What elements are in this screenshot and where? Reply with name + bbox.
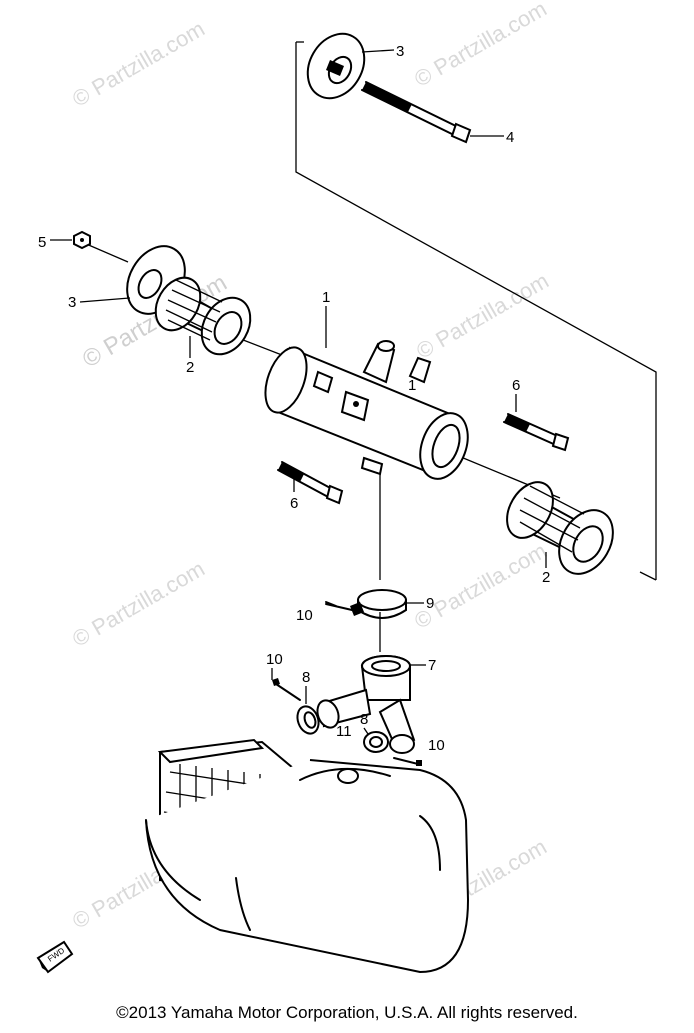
assembly-bracket [295, 41, 657, 581]
hose-clamp-right [363, 731, 389, 753]
callout-2-left: 2 [186, 359, 194, 376]
screw-right [393, 757, 422, 766]
callout-8-left: 8 [302, 669, 310, 686]
callout-10-upper: 10 [296, 607, 313, 624]
fwd-arrow: FWD [36, 940, 74, 974]
callout-7: 7 [428, 657, 436, 674]
callout-9: 9 [426, 595, 434, 612]
filter-element-right [506, 481, 614, 575]
filter-element-left [154, 276, 252, 356]
callout-3-left: 3 [68, 294, 76, 311]
bolt-left [277, 461, 344, 505]
callout-6-left: 6 [290, 495, 298, 512]
bolt-right [503, 413, 570, 452]
callout-11: 11 [336, 723, 352, 740]
copyright-notice: ©2013 Yamaha Motor Corporation, U.S.A. A… [116, 1003, 578, 1022]
intake-joint [316, 655, 416, 754]
callout-2-right: 2 [542, 569, 550, 586]
long-bolt [361, 81, 472, 144]
hose-clamp-left [296, 705, 320, 735]
callout-1-tab: 1 [408, 377, 416, 394]
cap-plate-top [306, 32, 366, 100]
callout-10-right: 10 [428, 737, 445, 754]
screw-left [272, 678, 301, 701]
callout-4: 4 [506, 129, 514, 146]
main-tube-body [264, 340, 469, 480]
carburetor-engine-block [145, 738, 470, 974]
callout-10-left: 10 [266, 651, 283, 668]
callouts: 3 4 5 3 2 1 1 6 6 2 9 10 7 10 8 8 11 10 [38, 43, 550, 754]
callout-3-top: 3 [396, 43, 404, 60]
nut [73, 230, 91, 250]
callout-6-right: 6 [512, 377, 520, 394]
screw-upper [325, 601, 337, 607]
callout-5: 5 [38, 234, 46, 251]
callout-8-right: 8 [360, 711, 368, 728]
band-clamp [325, 589, 407, 619]
callout-1: 1 [322, 289, 330, 306]
